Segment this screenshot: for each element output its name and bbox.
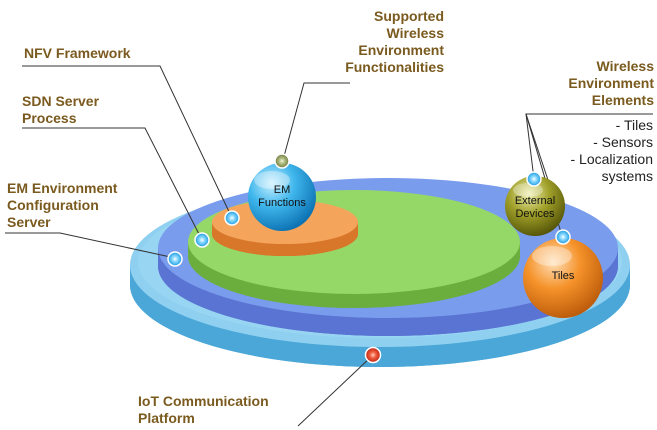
- iot-platform-label: IoT Communication Platform: [138, 393, 269, 426]
- list-item: systems: [601, 168, 653, 184]
- em-environment-label: EM Environment Configuration Server: [7, 180, 118, 230]
- marker-iot: [364, 346, 382, 364]
- marker-external-devices: [526, 171, 542, 187]
- tiles-orb: [523, 238, 603, 318]
- nfv-leader-line: [22, 65, 233, 219]
- sdn-server-label: SDN Server Process: [22, 93, 100, 126]
- list-item: - Tiles: [615, 117, 653, 133]
- external-devices-orb-label: External Devices: [514, 195, 556, 220]
- iot-leader-line: [297, 355, 373, 427]
- marker-tiles: [555, 229, 571, 245]
- leader-lines: [5, 65, 653, 427]
- tiles-orb-label: Tiles: [551, 270, 575, 282]
- em-functions-orb-label: EM Functions: [258, 184, 306, 209]
- marker-em-env: [167, 251, 183, 267]
- marker-sdn: [194, 232, 210, 248]
- nfv-framework-label: NFV Framework: [24, 45, 131, 61]
- supported-functionalities-label: Supported Wireless Environment Functiona…: [345, 8, 444, 75]
- wireless-elements-label: Wireless Environment Elements: [568, 58, 654, 108]
- list-item: - Sensors: [593, 134, 653, 150]
- marker-nfv: [224, 210, 240, 226]
- em-env-leader-line: [5, 232, 176, 259]
- supported-leader-line: [282, 82, 350, 161]
- wireless-elements-list: - Tiles - Sensors - Localization systems: [571, 117, 654, 185]
- marker-supported: [274, 153, 290, 169]
- wireless-elements-leader-line-3: [525, 113, 551, 187]
- list-item: - Localization: [570, 151, 654, 167]
- em-functions-orb: [248, 163, 316, 231]
- markers: [167, 153, 571, 364]
- sdn-leader-line: [22, 127, 203, 241]
